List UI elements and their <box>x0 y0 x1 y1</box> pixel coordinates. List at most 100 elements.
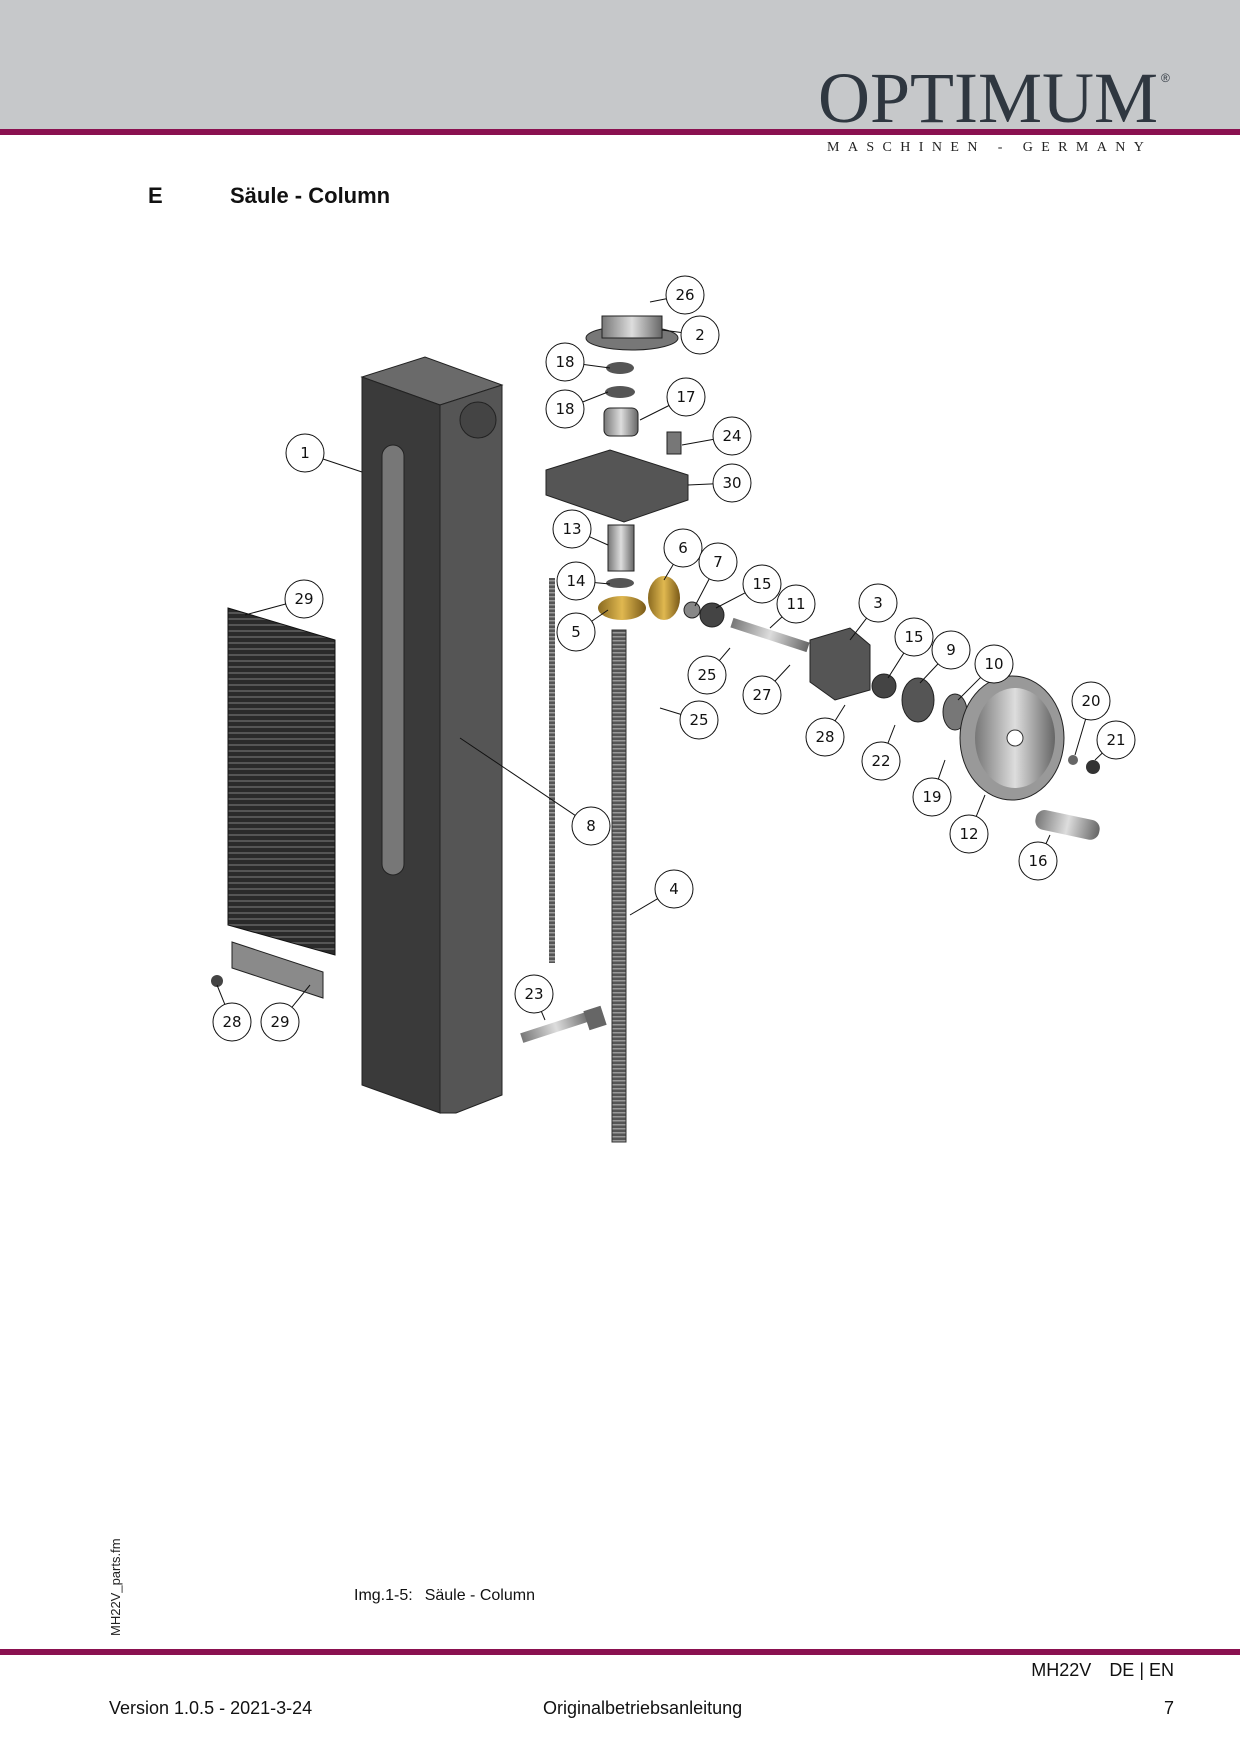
callout-number: 12 <box>959 825 978 843</box>
callout-24: 24 <box>681 416 752 456</box>
leader-line <box>774 664 791 682</box>
leader-line <box>244 603 286 616</box>
callout-number: 1 <box>300 444 310 462</box>
source-file-label: MH22V_parts.fm <box>108 1538 123 1636</box>
callout-14: 14 <box>556 561 611 601</box>
bellows-clamp <box>231 941 324 999</box>
handle <box>1035 810 1100 840</box>
callout-circle <box>545 389 585 429</box>
bearing <box>606 362 634 374</box>
bevel-gear <box>648 576 680 620</box>
callout-number: 16 <box>1028 852 1047 870</box>
leader-line <box>216 984 226 1005</box>
callout-circle <box>742 564 782 604</box>
leader-line <box>919 663 939 684</box>
callout-15: 15 <box>715 564 782 609</box>
callout-circle <box>861 741 901 781</box>
callout-3: 3 <box>849 583 898 641</box>
footer-divider <box>0 1649 1240 1655</box>
leader-line <box>583 364 611 369</box>
callout-circle <box>931 630 971 670</box>
callout-number: 10 <box>984 655 1003 673</box>
callout-circle <box>556 612 596 652</box>
leader-line <box>887 724 896 744</box>
bolt <box>520 1005 607 1043</box>
registered-mark: ® <box>1161 71 1170 85</box>
leader-line <box>594 582 611 585</box>
callout-circle <box>679 700 719 740</box>
callout-number: 6 <box>678 539 688 557</box>
callout-number: 5 <box>571 623 581 641</box>
bevel-gear <box>598 596 646 620</box>
callout-25: 25 <box>687 647 731 695</box>
callout-number: 4 <box>669 880 679 898</box>
leader-line <box>322 458 363 473</box>
callout-number: 17 <box>676 388 695 406</box>
callout-circle <box>974 644 1014 684</box>
leader-line <box>681 438 714 446</box>
sleeve <box>607 524 635 572</box>
callout-circle <box>571 806 611 846</box>
callout-16: 16 <box>1018 834 1058 881</box>
callout-28: 28 <box>212 984 252 1042</box>
callout-circle <box>654 869 694 909</box>
model-name: MH22V <box>1031 1660 1092 1680</box>
caption-text: Säule - Column <box>424 1587 535 1604</box>
callout-13: 13 <box>552 509 609 549</box>
callout-1: 1 <box>285 433 363 473</box>
section-title: Säule - Column <box>230 183 391 208</box>
section-letter: E <box>148 183 163 208</box>
callout-circle <box>1071 681 1111 721</box>
callout-circle <box>712 463 752 503</box>
callout-number: 11 <box>786 595 805 613</box>
callout-circle <box>776 584 816 624</box>
callout-circle <box>552 509 592 549</box>
callout-28: 28 <box>805 704 846 757</box>
caption-label: Img.1-5: <box>354 1587 413 1604</box>
callout-26: 26 <box>649 275 705 315</box>
callout-number: 3 <box>873 594 883 612</box>
leader-line <box>589 536 609 546</box>
callout-number: 20 <box>1081 692 1100 710</box>
callout-number: 8 <box>586 817 596 835</box>
leader-line <box>591 609 609 622</box>
header-divider <box>0 129 1240 135</box>
callout-29: 29 <box>244 579 324 619</box>
callout-circle <box>663 528 703 568</box>
leader-line <box>975 794 986 817</box>
callout-number: 28 <box>222 1013 241 1031</box>
leader-line <box>694 578 710 607</box>
callout-number: 24 <box>722 427 741 445</box>
callout-6: 6 <box>663 528 703 581</box>
bearing-block <box>545 449 689 523</box>
leader-line <box>629 898 658 916</box>
callout-17: 17 <box>639 377 706 421</box>
callout-circle <box>260 1002 300 1042</box>
shaft <box>730 617 810 653</box>
bearing-17 <box>603 407 639 437</box>
callout-number: 29 <box>294 590 313 608</box>
callout-circle <box>285 433 325 473</box>
callout-circle <box>894 617 934 657</box>
leader-line <box>659 707 681 715</box>
screw-24 <box>666 431 682 455</box>
callout-number: 25 <box>697 666 716 684</box>
callout-30: 30 <box>687 463 752 503</box>
leader-line <box>834 704 846 722</box>
leader-line <box>687 483 714 486</box>
brand-subtitle: MASCHINEN - GERMANY <box>827 140 1153 155</box>
header-band <box>0 0 1240 129</box>
callout-19: 19 <box>912 759 952 817</box>
leader-line <box>849 617 867 641</box>
callout-circle <box>545 342 585 382</box>
leader-line <box>459 737 576 816</box>
callout-5: 5 <box>556 609 609 652</box>
footer-document: Originalbetriebsanleitung <box>543 1698 743 1718</box>
callout-20: 20 <box>1071 681 1111 756</box>
callout-number: 19 <box>922 788 941 806</box>
callout-circle <box>665 275 705 315</box>
callout-number: 15 <box>752 575 771 593</box>
column-body <box>360 356 504 1114</box>
callout-circle <box>805 717 845 757</box>
